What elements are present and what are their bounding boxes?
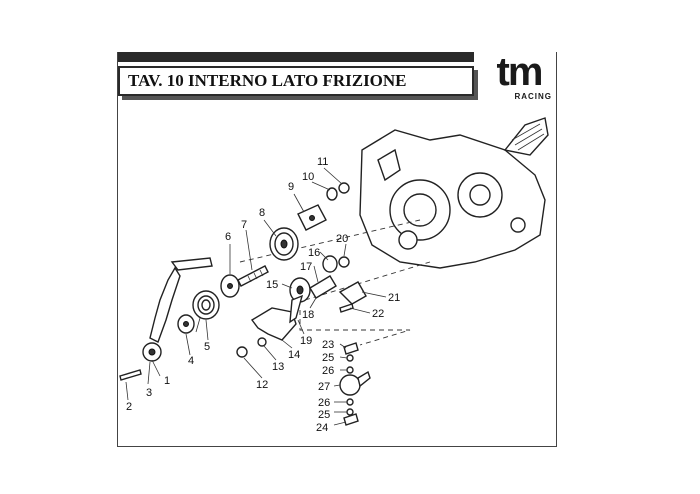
nut-part	[236, 346, 248, 358]
callout-11: 11	[317, 156, 328, 168]
logo-mark: tm	[496, 50, 544, 94]
callout-3: 3	[146, 387, 152, 399]
callout-25a: 25	[322, 352, 334, 364]
diagram-frame	[117, 52, 557, 447]
oring-bottom-part	[346, 408, 354, 416]
callout-22: 22	[372, 308, 384, 320]
spring-assembly	[503, 117, 549, 156]
bracket-part	[338, 281, 367, 305]
callout-4: 4	[188, 355, 194, 367]
circlip-part	[338, 182, 350, 194]
ring-top-part	[346, 366, 354, 374]
callout-24: 24	[316, 422, 328, 434]
thrust-washer-part	[220, 274, 240, 298]
bushing-part	[326, 187, 338, 201]
callout-23: 23	[322, 339, 334, 351]
small-washer-part	[257, 337, 267, 347]
valve-body-part	[339, 370, 371, 396]
callout-15: 15	[266, 279, 278, 291]
callout-27: 27	[318, 381, 330, 393]
washer-part	[177, 314, 195, 334]
stop-plate-part	[297, 204, 327, 231]
oring-top-part	[346, 354, 354, 362]
spacer-part	[322, 255, 338, 273]
callout-25b: 25	[318, 409, 330, 421]
callout-5: 5	[204, 341, 210, 353]
callout-19: 19	[300, 335, 312, 347]
callout-6: 6	[225, 231, 231, 243]
title-box: TAV. 10 INTERNO LATO FRIZIONE	[118, 66, 474, 96]
crankcase-half	[359, 129, 546, 269]
title-bar	[118, 52, 474, 62]
alignment-line-2	[304, 261, 431, 301]
brand-logo: tm RACING	[486, 52, 552, 104]
callout-10: 10	[302, 171, 314, 183]
ring-bottom-part	[346, 398, 354, 406]
selector-lever-part	[250, 294, 304, 341]
callout-17: 17	[300, 261, 312, 273]
callout-26a: 26	[322, 365, 334, 377]
pawl-part	[309, 275, 337, 299]
callout-21: 21	[388, 292, 400, 304]
callout-2: 2	[126, 401, 132, 413]
alignment-line-1	[239, 219, 421, 263]
callout-labels: 1 2 3 4 5 6 7 8 9 10 11 12 13 14 15 16 1…	[126, 156, 400, 434]
cap-bottom-part	[343, 413, 359, 426]
callout-9: 9	[288, 181, 294, 193]
callout-12: 12	[256, 379, 268, 391]
callout-16: 16	[308, 247, 320, 259]
callout-26b: 26	[318, 397, 330, 409]
callout-14: 14	[288, 349, 300, 361]
callout-20: 20	[336, 233, 348, 245]
callout-1: 1	[164, 375, 170, 387]
bolt-part	[119, 369, 142, 381]
page-title: TAV. 10 INTERNO LATO FRIZIONE	[128, 71, 407, 90]
callout-7: 7	[241, 219, 247, 231]
logo-subtitle: RACING	[514, 92, 552, 101]
cap-part	[343, 342, 359, 355]
kick-gear-part	[269, 227, 299, 261]
callout-13: 13	[272, 361, 284, 373]
kickstart-lever	[142, 257, 213, 362]
leader-lines	[125, 167, 387, 426]
kick-shaft-part	[237, 265, 269, 287]
screw-part	[339, 303, 354, 313]
idler-gear-part	[289, 277, 311, 303]
pin-part	[338, 256, 350, 268]
callout-8: 8	[259, 207, 265, 219]
kick-spring-part	[192, 290, 220, 333]
alignment-line-3	[299, 310, 411, 346]
callout-18: 18	[302, 309, 314, 321]
